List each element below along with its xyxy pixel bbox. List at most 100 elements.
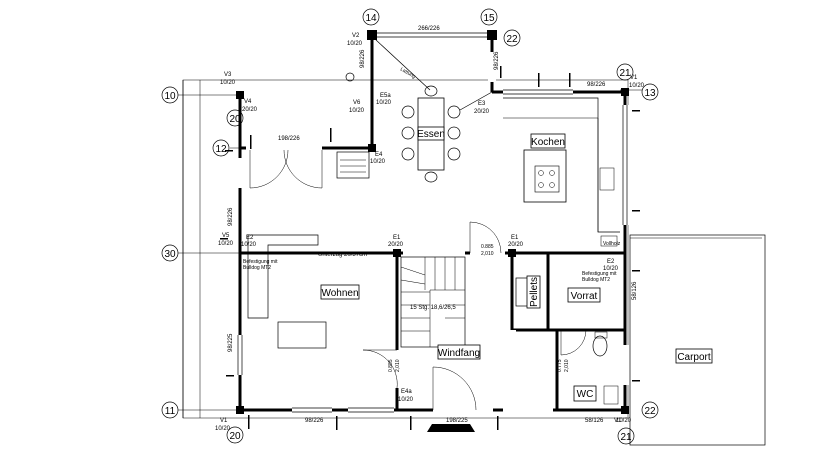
- opening-entrance: [433, 406, 493, 414]
- label-e5a-dim: 10/20: [376, 100, 392, 106]
- opening-kitchen-east: [621, 105, 629, 225]
- room-box-windfang: [437, 344, 481, 360]
- diagonal-brace: [375, 39, 431, 91]
- label-e3: E3: [478, 101, 486, 107]
- room-box-carport: [675, 348, 713, 364]
- room-box-wc: [573, 385, 597, 402]
- opening-windfang-door: [393, 350, 401, 388]
- post-v1-tr: [621, 88, 629, 96]
- dim-266: 266/226: [418, 26, 440, 32]
- room-box-wohnen: [320, 284, 360, 300]
- downpipe-icon: [345, 72, 355, 82]
- dim-58-right: 58/126: [632, 281, 638, 300]
- label-e1-a: E1: [393, 235, 401, 241]
- door-swing-living-2: [283, 149, 323, 189]
- label-v1-br-dim: 10/20: [616, 418, 632, 424]
- axis-label-11: 11: [165, 406, 176, 417]
- room-label-essen: Essen: [417, 129, 445, 140]
- label-e1-b-dim: 20/20: [508, 242, 524, 248]
- label-v5-dim: 10/20: [218, 241, 234, 247]
- post-v2: [367, 30, 377, 40]
- label-e2-a: E2: [246, 235, 254, 241]
- label-e2-b: E2: [607, 259, 615, 265]
- post-e1-b: [508, 249, 516, 257]
- axis-label-10: 10: [164, 91, 176, 102]
- label-v3: V3: [224, 72, 232, 78]
- door-swing-kitchen: [469, 221, 502, 254]
- kitchen-sink: [599, 167, 615, 191]
- opening-kitchen-door: [470, 249, 505, 257]
- label-v1-bl: V1: [220, 418, 228, 424]
- dim-198-bottom: 198/225: [446, 418, 468, 424]
- axis-label-21-bottom: 21: [620, 432, 632, 443]
- room-box-essen: [417, 126, 445, 141]
- label-e1-b: E1: [511, 235, 519, 241]
- opening-stair-top: [403, 249, 465, 257]
- label-v2: V2: [352, 33, 360, 39]
- label-e2-b-dim: 10/20: [603, 266, 619, 272]
- label-e5a: E5a: [380, 93, 391, 99]
- opening-east-lower: [621, 345, 629, 385]
- axis-label-22-top: 22: [506, 34, 518, 45]
- room-box-kochen: [530, 133, 566, 149]
- axis-markers: [161, 8, 659, 445]
- coffee-table: [277, 321, 327, 349]
- label-v6: V6: [353, 100, 361, 106]
- note-stairs: 15 Stg. 18,6/26,5: [410, 305, 456, 311]
- note-befestigung-left: Befestigung mit: [243, 259, 278, 265]
- door-swing-wc: [560, 329, 587, 356]
- note-bulldog-left: Bulldog MT2: [243, 265, 271, 271]
- door-swing-entrance: [432, 366, 477, 411]
- note-unterzug: Unterzug 20/37cm: [318, 252, 367, 258]
- fireplace: [336, 151, 370, 179]
- door-swing-living-1: [249, 149, 289, 189]
- room-box-vorrat: [567, 287, 601, 303]
- dim-0885b: 0.885: [388, 359, 394, 372]
- sofa-l: [247, 234, 319, 319]
- label-v1-tr-dim: 10/20: [629, 83, 645, 89]
- post-e1-a: [393, 249, 401, 257]
- dim-98-right: 98/226: [494, 51, 500, 70]
- opening-living-north: [246, 144, 322, 152]
- label-e4a: E4a: [401, 389, 412, 395]
- label-e2-a-dim: 10/20: [241, 242, 257, 248]
- room-label-wc: WC: [577, 389, 594, 400]
- opening-south-2: [348, 406, 394, 414]
- note-befestigung-right: Befestigung mit: [582, 271, 617, 277]
- dim-98-225: 98/225: [228, 333, 234, 352]
- post-v4: [236, 91, 244, 99]
- axis-label-13: 13: [644, 88, 656, 99]
- room-label-pellets: Pellets: [529, 277, 540, 307]
- note-vollholz: Vollholz: [603, 241, 621, 247]
- room-label-vorrat: Vorrat: [571, 291, 598, 302]
- opening-kitchen-north: [503, 88, 573, 96]
- opening-west-window: [236, 158, 244, 188]
- note-bulldog-right: Bulldog MT2: [582, 277, 610, 283]
- wall-markers: [220, 66, 640, 430]
- dim-198-top: 198/226: [278, 136, 300, 142]
- label-e4-dim: 10/20: [370, 159, 386, 165]
- label-e4a-dim: 10/20: [398, 397, 414, 403]
- dim-98-kitchen: 98/226: [587, 82, 606, 88]
- toilet: [592, 335, 608, 357]
- room-box-pellets: [526, 275, 541, 309]
- axis-label-14: 14: [365, 13, 377, 24]
- axis-label-15: 15: [483, 13, 495, 24]
- note-lattung: Lattung: [399, 67, 417, 81]
- opening-west-window-2: [236, 335, 244, 375]
- opening-dining-east: [488, 52, 496, 82]
- label-v5: V5: [222, 233, 230, 239]
- axis-label-22-bottom: 22: [644, 406, 656, 417]
- label-v1-bl-dim: 10/20: [215, 426, 231, 432]
- opening-pellets-passage: [508, 330, 516, 375]
- axis-label-12: 12: [215, 144, 227, 155]
- post-v1-br: [621, 406, 629, 414]
- axis-label-20-top: 20: [229, 114, 241, 125]
- axis-label-20-bottom: 20: [229, 431, 241, 442]
- dim-98-left: 98/226: [228, 207, 234, 226]
- label-v3-dim: 10/20: [220, 80, 236, 86]
- dim-2010b: 2,010: [395, 359, 401, 372]
- label-e4: E4: [375, 152, 383, 158]
- kitchen-appliance: [600, 235, 618, 247]
- axis-label-21-top: 21: [619, 68, 631, 79]
